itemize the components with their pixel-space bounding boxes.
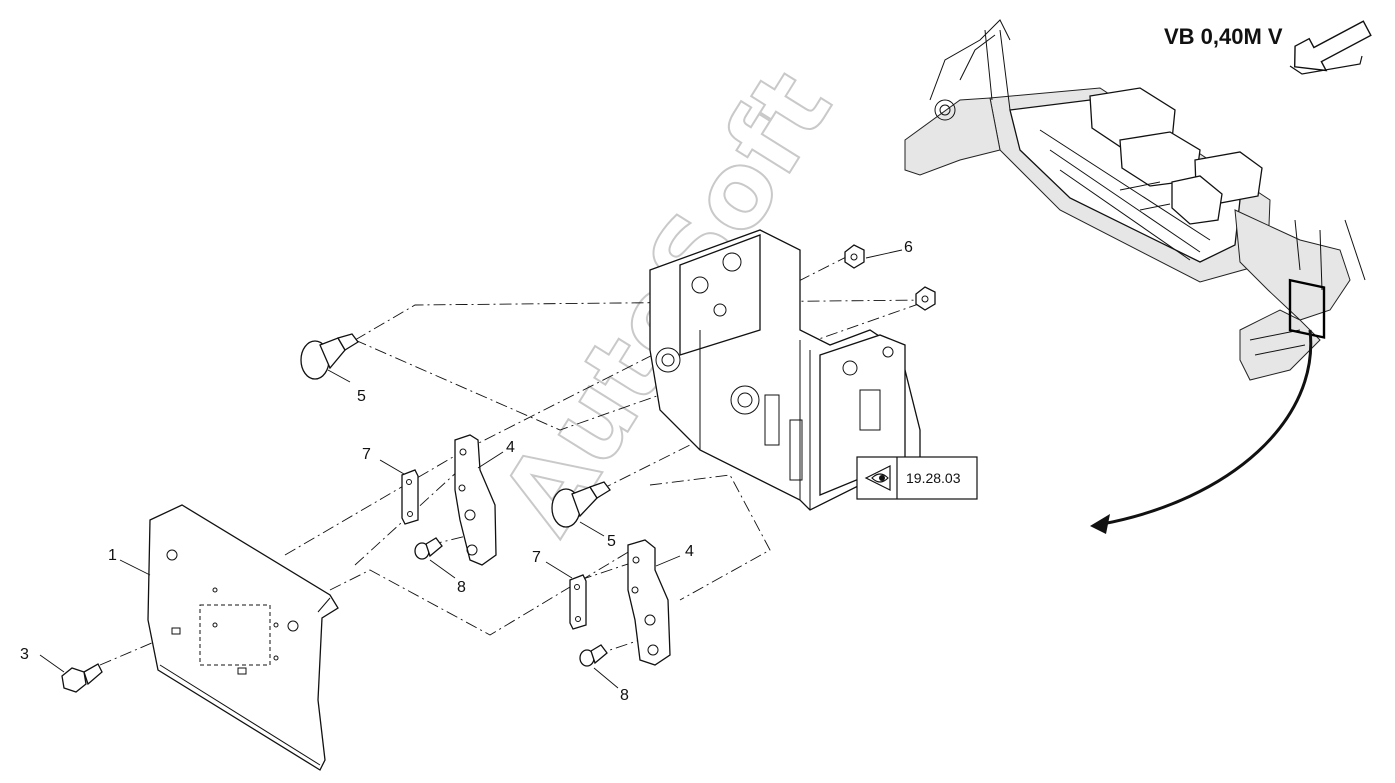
part-5-bolt-upper — [300, 333, 359, 380]
callout-5-lower: 5 — [607, 533, 616, 550]
callout-6: 6 — [904, 239, 913, 256]
detail-pointer-arrow — [1090, 329, 1313, 534]
view-direction-arrow-icon — [1289, 20, 1372, 75]
part-4-bracket-upper — [454, 434, 497, 566]
part-6-nut-lower — [915, 286, 936, 311]
part-7-spacer-upper — [401, 469, 419, 525]
reference-number: 19.28.03 — [906, 470, 961, 486]
callout-4-upper: 4 — [506, 439, 515, 456]
part-5-bolt-lower — [551, 481, 611, 528]
eye-view-icon — [864, 465, 891, 491]
part-1-plate — [147, 504, 339, 771]
part-6-nut-upper — [844, 244, 865, 269]
callout-8-upper: 8 — [457, 579, 466, 596]
part-7-spacer-lower — [569, 574, 587, 630]
leader-lines — [39, 249, 903, 689]
callout-8-lower: 8 — [620, 687, 629, 704]
callout-7-upper: 7 — [362, 446, 371, 463]
part-8-screw-lower — [579, 644, 608, 667]
callout-5-upper: 5 — [357, 388, 366, 405]
machine-overview — [904, 19, 1366, 381]
callout-1: 1 — [108, 547, 117, 564]
callout-4-lower: 4 — [685, 543, 694, 560]
callouts: 1 3 4 4 5 5 6 7 7 8 8 — [20, 239, 913, 704]
bracket-housing — [649, 229, 921, 511]
view-title-group: VB 0,40M V — [1164, 20, 1372, 75]
part-3-screw — [61, 663, 103, 693]
view-title: VB 0,40M V — [1164, 24, 1283, 49]
detail-marker — [1288, 278, 1326, 339]
callout-7-lower: 7 — [532, 549, 541, 566]
reference-box: 19.28.03 — [856, 456, 978, 500]
callout-3: 3 — [20, 646, 29, 663]
part-4-bracket-lower — [627, 539, 671, 666]
part-8-screw-upper — [414, 537, 443, 560]
